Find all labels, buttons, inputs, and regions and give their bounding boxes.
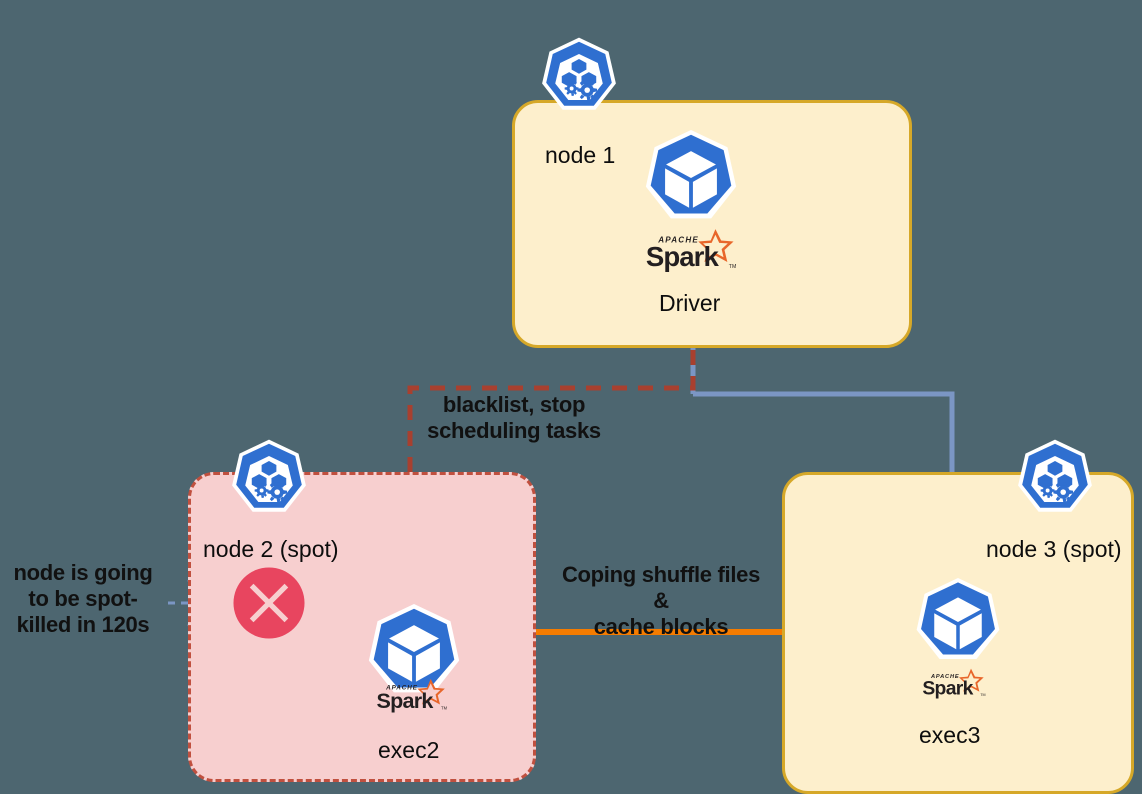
node-label-node2: node 2 (spot) (203, 536, 339, 562)
node-label-node3: node 3 (spot) (986, 536, 1122, 562)
kubernetes-node-icon (1018, 439, 1092, 512)
annotation-line: scheduling tasks (427, 418, 601, 443)
svg-text:TM: TM (980, 693, 985, 697)
apache-spark-logo: APACHE Spark TM (376, 678, 448, 713)
kubernetes-node-icon (232, 439, 306, 512)
kubernetes-node-icon (542, 37, 616, 110)
apache-spark-logo: APACHE Spark TM (646, 229, 737, 272)
pod-cube-icon (916, 578, 1000, 659)
pod-cube-icon (368, 604, 460, 693)
pod-cube-icon (645, 130, 737, 219)
svg-text:Spark: Spark (376, 689, 433, 713)
annotation-copy-note: Coping shuffle files & cache blocks (552, 562, 770, 640)
svg-text:Spark: Spark (922, 679, 973, 700)
svg-text:TM: TM (441, 705, 447, 710)
pod-label-exec3: exec3 (919, 722, 981, 748)
annotation-line: node is going (13, 560, 153, 585)
apache-spark-logo: APACHE Spark TM (922, 668, 986, 700)
pod-label-exec2: exec2 (378, 737, 440, 763)
annotation-line: cache blocks (593, 614, 729, 639)
annotation-line: to be spot- (28, 586, 138, 611)
error-x-icon (233, 567, 305, 639)
svg-text:Spark: Spark (646, 241, 720, 272)
svg-text:TM: TM (729, 264, 737, 270)
pod-label-driver: Driver (659, 290, 721, 316)
svg-text:APACHE: APACHE (930, 674, 959, 680)
annotation-line: killed in 120s (16, 612, 150, 637)
svg-text:APACHE: APACHE (385, 684, 418, 691)
annotation-blacklist-note: blacklist, stop scheduling tasks (424, 392, 604, 444)
node-label-node1: node 1 (545, 142, 616, 168)
annotation-spot-kill-warning: node is going to be spot- killed in 120s (4, 560, 162, 638)
annotation-line: Coping shuffle files & (561, 562, 761, 613)
annotation-line: blacklist, stop (442, 392, 586, 417)
svg-text:APACHE: APACHE (657, 235, 699, 244)
